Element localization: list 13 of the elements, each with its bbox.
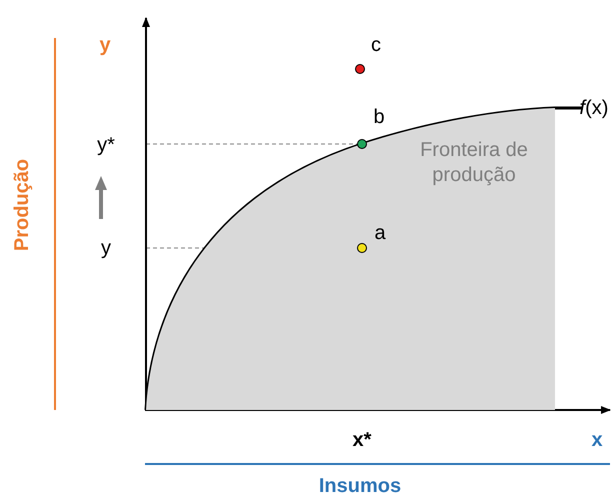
axis-label: y xyxy=(99,34,111,56)
value-label: y xyxy=(101,237,111,259)
axis-label: x xyxy=(591,429,603,451)
point-label: a xyxy=(374,222,386,244)
axis-title: Insumos xyxy=(318,475,402,496)
point-label: c xyxy=(371,34,381,56)
value-label: y* xyxy=(97,134,115,156)
point-marker xyxy=(355,64,365,74)
area-label: Fronteira de produção xyxy=(419,138,529,188)
point-label: b xyxy=(373,106,385,128)
value-label: x* xyxy=(352,429,372,451)
axis-title: Produção xyxy=(11,158,33,252)
point-marker xyxy=(357,139,367,149)
